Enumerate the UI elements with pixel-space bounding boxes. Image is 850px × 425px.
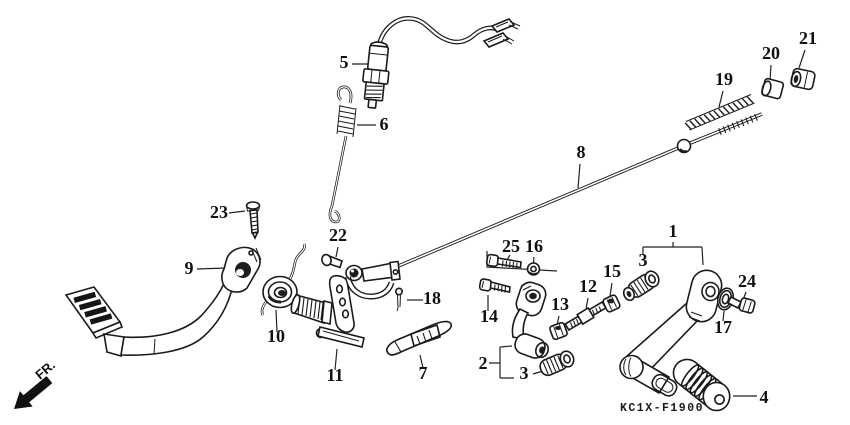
callout-8: 8 (577, 142, 586, 162)
part-rubber-cover (672, 358, 731, 412)
callout-1: 1 (669, 221, 678, 241)
part-adjust-nut-21 (790, 67, 816, 91)
callout-13: 13 (551, 294, 569, 314)
callout-15: 15 (603, 261, 621, 281)
part-stoplight-switch (362, 16, 521, 109)
part-ball-joint-upper (622, 270, 660, 302)
callout-23: 23 (210, 202, 228, 222)
callout-25: 25 (502, 236, 520, 256)
callouts: 1 2 3 3 4 5 6 7 8 9 10 11 12 13 14 15 16… (185, 28, 818, 407)
callout-5: 5 (340, 52, 349, 72)
callout-17: 17 (714, 317, 732, 337)
front-label: FR. (32, 357, 58, 382)
callout-20: 20 (762, 43, 780, 63)
callout-12: 12 (579, 276, 597, 296)
part-gear-pedal (619, 269, 723, 397)
part-return-spring (328, 85, 357, 224)
callout-22: 22 (329, 225, 347, 245)
callout-14: 14 (480, 306, 498, 326)
diagram-code: KC1X-F1900 (620, 402, 704, 415)
callout-21: 21 (799, 28, 817, 48)
callout-6: 6 (380, 114, 389, 134)
callout-9: 9 (185, 258, 194, 278)
part-nut-13 (549, 321, 568, 341)
leader-lines (196, 49, 806, 397)
part-collar-20 (761, 77, 785, 100)
callout-4: 4 (760, 387, 769, 407)
part-nut-15 (602, 294, 621, 313)
part-pedal-pad (386, 320, 453, 356)
part-bolt-14 (478, 278, 511, 293)
part-adjust-bolt-12 (564, 300, 607, 332)
callout-2: 2 (479, 353, 488, 373)
part-adjust-spring-19 (684, 94, 755, 131)
callout-3-lower: 3 (520, 363, 529, 383)
part-joint-pin-22 (321, 253, 343, 269)
part-ball-joint-lower (539, 350, 575, 377)
part-bolt-24 (726, 295, 756, 314)
front-direction-arrow: FR. (14, 357, 58, 409)
callout-18: 18 (423, 288, 441, 308)
callout-19: 19 (715, 69, 733, 89)
part-pedal-arm (290, 274, 365, 348)
callout-16: 16 (525, 236, 543, 256)
part-bolt-23 (245, 201, 261, 240)
part-washer-16 (526, 262, 541, 276)
part-cotter-pin-18 (394, 287, 403, 312)
callout-24: 24 (738, 271, 756, 291)
part-brake-rod (345, 112, 763, 300)
part-brake-pedal (64, 246, 262, 358)
callout-10: 10 (267, 326, 285, 346)
callout-11: 11 (326, 365, 343, 385)
part-bolt-25 (485, 253, 522, 269)
callout-7: 7 (419, 363, 428, 383)
part-torsion-spring (260, 243, 306, 316)
callout-3-upper: 3 (639, 250, 648, 270)
part-change-arm (511, 281, 549, 359)
